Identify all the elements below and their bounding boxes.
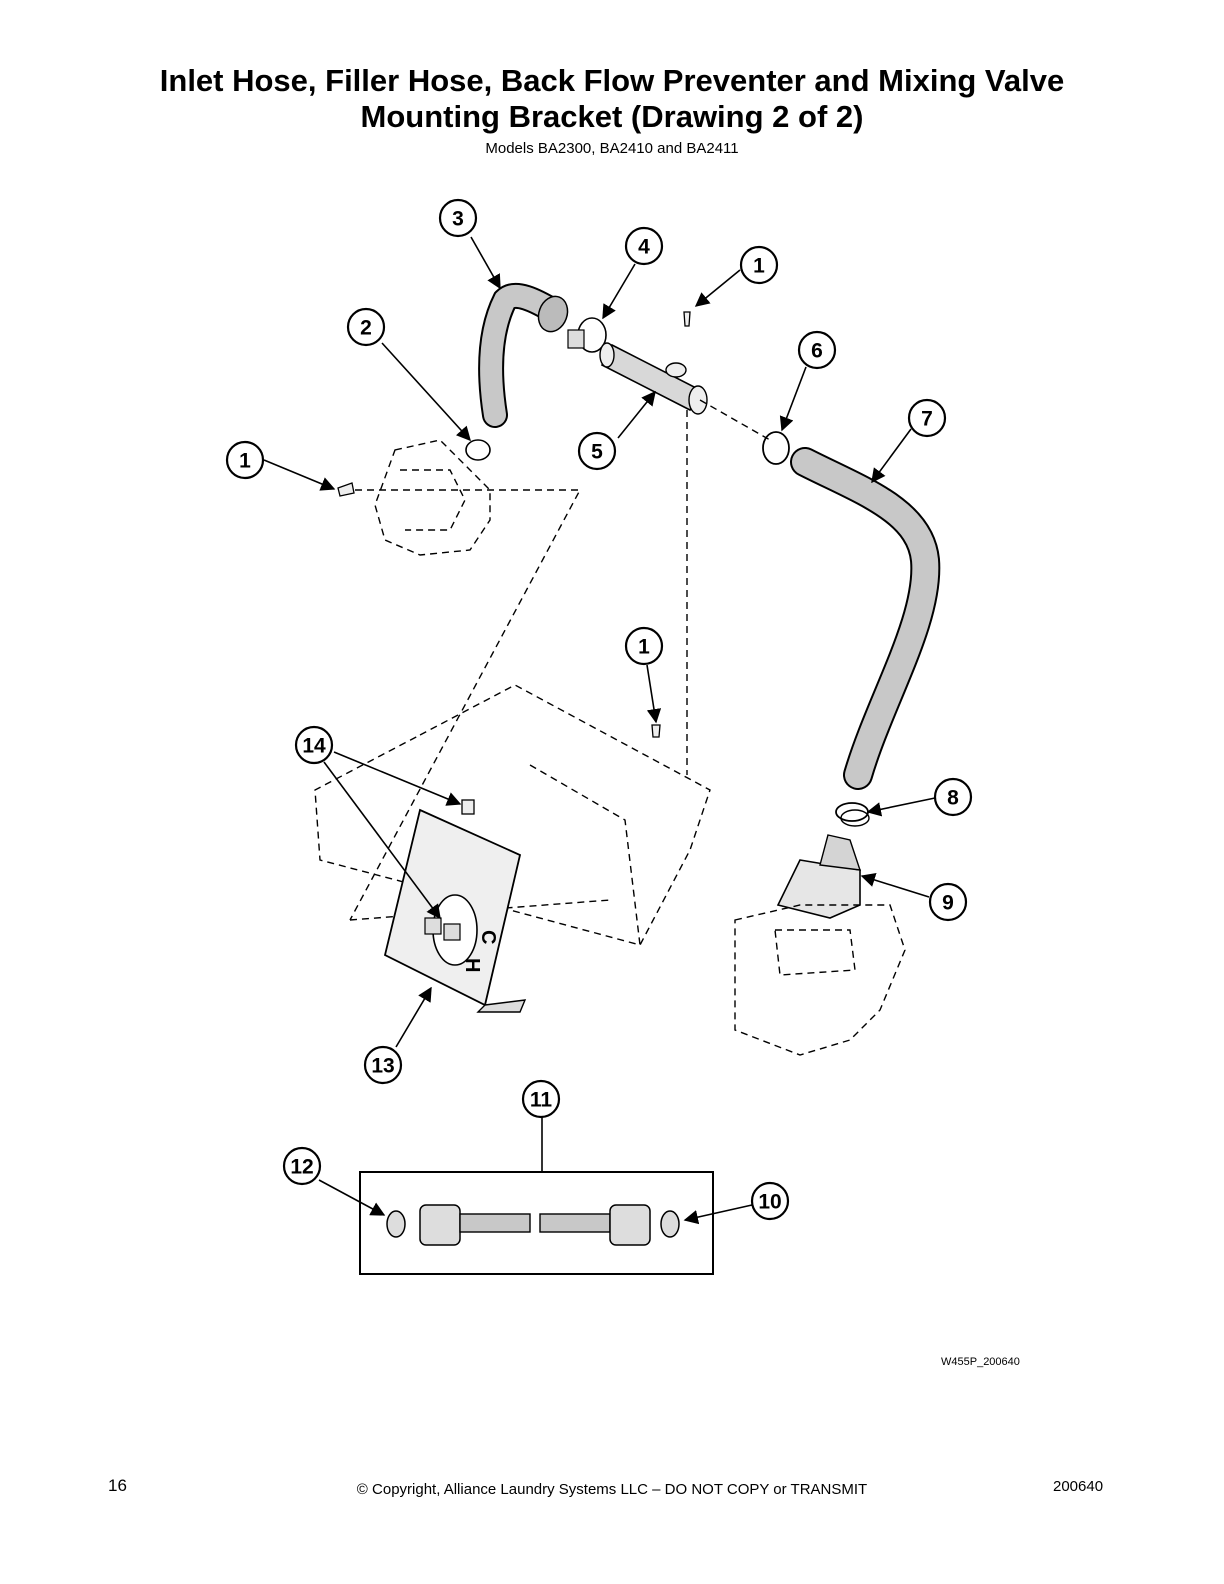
svg-text:13: 13 xyxy=(371,1055,394,1078)
callout-8: 8 xyxy=(933,777,973,817)
screw-part-1-top xyxy=(683,311,691,327)
callout-10: 10 xyxy=(750,1181,790,1221)
svg-text:1: 1 xyxy=(239,450,251,473)
fill-hose-part-7 xyxy=(790,447,941,790)
back-flow-preventer-part-5 xyxy=(599,342,708,415)
svg-text:4: 4 xyxy=(638,236,650,259)
models-subtitle: Models BA2300, BA2410 and BA2411 xyxy=(485,140,739,157)
ring-clamp-part-6 xyxy=(762,431,790,465)
inlet-nozzle-part-9 xyxy=(776,834,862,919)
drawing-code: W455P_200640 xyxy=(941,1356,1020,1368)
document-number: 200640 xyxy=(1053,1478,1104,1495)
callout-3: 3 xyxy=(438,198,478,238)
callout-7: 7 xyxy=(907,398,947,438)
svg-text:11: 11 xyxy=(530,1089,553,1112)
bracket-letter-c: C xyxy=(477,930,499,944)
callout-1-left: 1 xyxy=(225,440,265,480)
spring-clamp-part-8 xyxy=(835,802,870,827)
callout-4: 4 xyxy=(624,226,664,266)
inlet-hose-assembly-part-11 xyxy=(359,1171,714,1275)
tub-outline xyxy=(734,904,906,1056)
callout-12: 12 xyxy=(282,1146,322,1186)
svg-text:10: 10 xyxy=(758,1191,781,1214)
callout-1-middle: 1 xyxy=(624,626,664,666)
callout-11: 11 xyxy=(521,1079,561,1119)
callout-5: 5 xyxy=(577,431,617,471)
callout-6: 6 xyxy=(797,330,837,370)
svg-text:1: 1 xyxy=(638,636,650,659)
clip-part-14 xyxy=(461,799,475,815)
callout-2: 2 xyxy=(346,307,386,347)
svg-text:3: 3 xyxy=(452,208,464,231)
callout-9: 9 xyxy=(928,882,968,922)
svg-text:8: 8 xyxy=(947,787,959,810)
page-title-line-2: Mounting Bracket (Drawing 2 of 2) xyxy=(360,99,864,134)
svg-text:12: 12 xyxy=(290,1156,313,1179)
filler-hose-part-3 xyxy=(478,282,569,428)
svg-text:6: 6 xyxy=(811,340,823,363)
callout-leader-lines xyxy=(263,236,936,1225)
mixing-valve-outline xyxy=(349,439,582,921)
mounting-bracket-part-13: C H xyxy=(383,808,527,1013)
page-number: 16 xyxy=(108,1476,127,1495)
svg-text:7: 7 xyxy=(921,408,933,431)
screw-part-1-left xyxy=(337,482,355,497)
callout-1-top: 1 xyxy=(739,245,779,285)
page-title-line-1: Inlet Hose, Filler Hose, Back Flow Preve… xyxy=(159,63,1065,98)
callout-14: 14 xyxy=(294,725,334,765)
callout-13: 13 xyxy=(363,1045,403,1085)
copyright-notice: © Copyright, Alliance Laundry Systems LL… xyxy=(356,1481,868,1498)
bracket-letter-h: H xyxy=(461,958,483,972)
svg-text:2: 2 xyxy=(360,317,372,340)
clamp-part-2 xyxy=(465,439,491,461)
hose-clamp-part-4 xyxy=(567,317,607,353)
cabinet-outline xyxy=(314,684,711,946)
svg-text:5: 5 xyxy=(591,441,603,464)
screw-part-1-middle xyxy=(651,724,661,738)
svg-text:9: 9 xyxy=(942,892,954,915)
svg-text:14: 14 xyxy=(302,735,326,758)
svg-text:1: 1 xyxy=(753,255,765,278)
